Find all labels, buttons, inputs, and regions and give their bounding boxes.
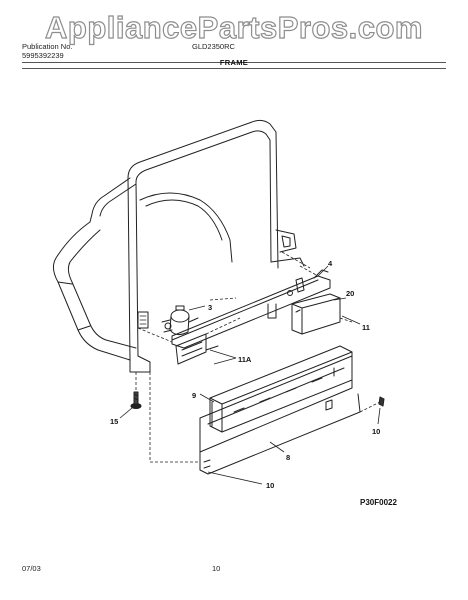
tub-frame xyxy=(52,119,305,373)
callout-10-bottom: 10 xyxy=(266,481,274,490)
callout-4: 4 xyxy=(328,259,333,268)
publication-label: Publication No. xyxy=(22,42,73,51)
footer-date: 07/03 xyxy=(22,564,41,573)
callout-11a: 11A xyxy=(238,355,252,364)
screw-15 xyxy=(130,391,142,409)
component-3 xyxy=(161,305,199,336)
bracket-11a xyxy=(175,333,219,365)
callout-15: 15 xyxy=(110,417,118,426)
site-watermark: AppliancePartsPros.com xyxy=(44,9,423,45)
rail-4 xyxy=(171,269,331,349)
assembly-lines xyxy=(135,251,381,463)
diagram-code: P30F0022 xyxy=(360,498,397,507)
publication-number: 5995392239 xyxy=(22,51,64,60)
footer-page-number: 10 xyxy=(212,564,221,573)
panel-8 xyxy=(199,355,361,475)
screw-10-right xyxy=(378,396,385,407)
callout-9: 9 xyxy=(192,391,196,400)
leader-lines xyxy=(119,265,381,485)
callout-10-right: 10 xyxy=(372,427,380,436)
page-title: FRAME xyxy=(219,58,249,67)
callout-20: 20 xyxy=(346,289,354,298)
model-number: GLD2350RC xyxy=(192,42,235,51)
header-rule-bottom xyxy=(22,68,446,69)
header-rule-top xyxy=(22,62,446,63)
callout-8: 8 xyxy=(286,453,290,462)
callout-11: 11 xyxy=(362,323,370,332)
callout-3: 3 xyxy=(208,303,212,312)
block-20 xyxy=(291,293,341,335)
